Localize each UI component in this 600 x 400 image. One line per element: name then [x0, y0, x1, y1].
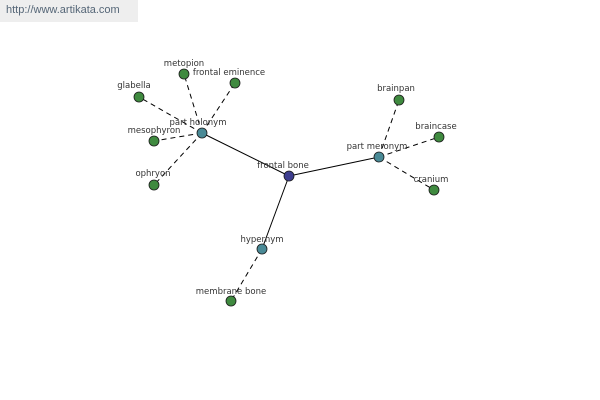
edge-frontal-bone-to-part-holonym — [201, 132, 290, 177]
node-hypernym[interactable] — [256, 243, 268, 255]
node-frontal-bone[interactable] — [283, 170, 295, 182]
site-url-text[interactable]: http://www.artikata.com — [6, 4, 120, 16]
edge-part-holonym-to-frontal-eminence — [201, 82, 236, 134]
node-braincase[interactable] — [433, 131, 445, 143]
edge-part-meronym-to-braincase — [378, 136, 440, 158]
node-label-cranium[interactable]: cranium — [414, 175, 449, 185]
node-label-part-meronym[interactable]: part meronym — [347, 142, 408, 152]
edge-part-holonym-to-glabella — [138, 96, 203, 134]
node-label-hypernym[interactable]: hypernym — [240, 235, 283, 245]
node-label-mesophyron[interactable]: mesophyron — [128, 126, 181, 136]
node-label-metopion[interactable]: metopion — [164, 59, 204, 69]
edges-layer — [138, 73, 440, 302]
node-glabella[interactable] — [133, 91, 145, 103]
node-label-brainpan[interactable]: brainpan — [377, 84, 415, 94]
site-url-banner[interactable]: http://www.artikata.com — [0, 0, 138, 22]
edge-hypernym-to-membrane-bone — [230, 248, 263, 302]
node-brainpan[interactable] — [393, 94, 405, 106]
nodes-layer — [133, 68, 445, 307]
node-metopion[interactable] — [178, 68, 190, 80]
edge-part-holonym-to-metopion — [183, 73, 203, 134]
node-label-glabella[interactable]: glabella — [117, 81, 151, 91]
labels-layer: frontal bone part holonym part meronym hype… — [117, 59, 456, 297]
node-label-braincase[interactable]: braincase — [415, 122, 456, 132]
edge-frontal-bone-to-hypernym — [261, 175, 290, 250]
node-membrane-bone[interactable] — [225, 295, 237, 307]
node-label-part-holonym[interactable]: part holonym — [170, 118, 227, 128]
node-label-membrane-bone[interactable]: membrane bone — [196, 287, 266, 297]
node-label-frontal-bone[interactable]: frontal bone — [257, 161, 309, 171]
node-label-ophryon[interactable]: ophryon — [135, 169, 170, 179]
node-ophryon[interactable] — [148, 179, 160, 191]
edge-part-holonym-to-mesophyron — [153, 132, 203, 142]
node-cranium[interactable] — [428, 184, 440, 196]
node-mesophyron[interactable] — [148, 135, 160, 147]
node-part-meronym[interactable] — [373, 151, 385, 163]
edge-part-meronym-to-cranium — [378, 156, 435, 191]
node-label-frontal-eminence[interactable]: frontal eminence — [193, 68, 265, 78]
node-frontal-eminence[interactable] — [229, 77, 241, 89]
edge-part-meronym-to-brainpan — [378, 99, 400, 158]
node-part-holonym[interactable] — [196, 127, 208, 139]
edge-part-holonym-to-ophryon — [153, 132, 203, 186]
edge-frontal-bone-to-part-meronym — [288, 156, 380, 177]
